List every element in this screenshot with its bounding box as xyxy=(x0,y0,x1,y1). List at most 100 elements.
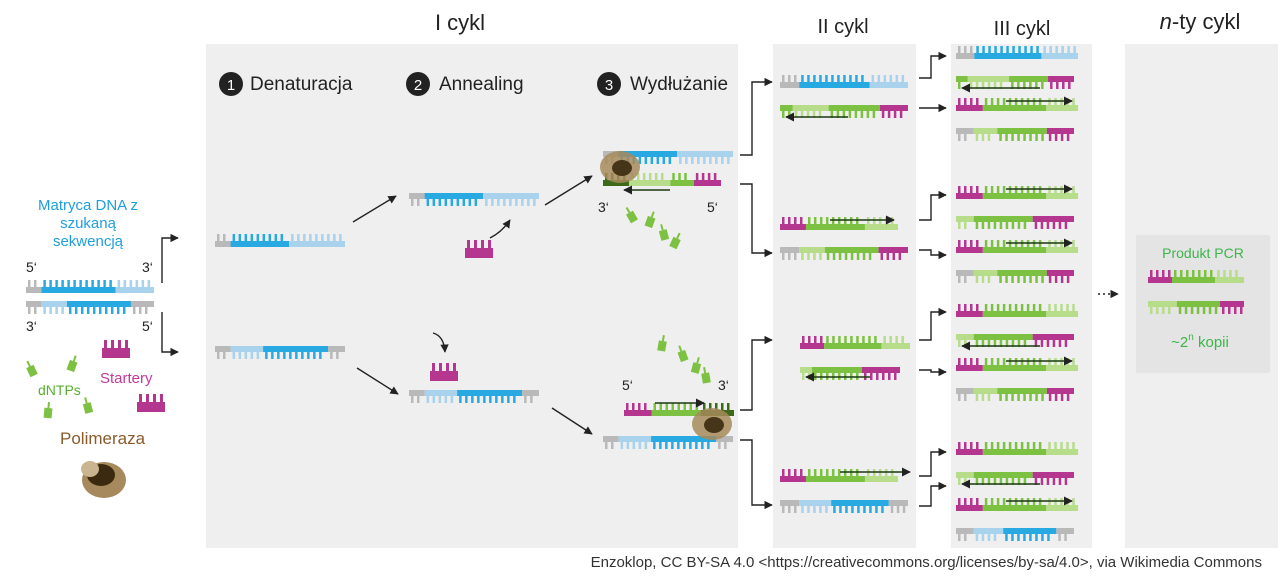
base-tooth xyxy=(812,111,816,118)
strand-segment xyxy=(982,449,1047,455)
base-tooth xyxy=(982,46,985,53)
base-tooth xyxy=(990,304,994,311)
base-tooth xyxy=(881,111,885,118)
base-tooth xyxy=(981,478,985,485)
strand-segment xyxy=(1048,76,1074,82)
base-tooth xyxy=(813,469,817,476)
header-cycle2: II cykl xyxy=(817,16,868,38)
template-bottom-strand xyxy=(26,301,154,314)
base-tooth xyxy=(1072,358,1075,365)
base-tooth xyxy=(814,336,817,343)
base-tooth xyxy=(819,217,823,224)
base-tooth xyxy=(896,506,900,513)
base-tooth xyxy=(981,276,985,283)
base-tooth xyxy=(958,134,961,141)
base-tooth xyxy=(1072,498,1075,505)
strand-segment xyxy=(956,334,974,340)
arrow-c1-top-up xyxy=(740,77,773,156)
base-tooth xyxy=(855,75,858,82)
primer-tooth xyxy=(125,340,128,348)
strand-segment xyxy=(805,224,865,230)
base-tooth xyxy=(883,75,887,82)
base-tooth xyxy=(794,253,797,260)
base-tooth xyxy=(964,240,967,247)
base-tooth xyxy=(806,111,810,118)
step3-badge xyxy=(597,72,621,96)
base-tooth xyxy=(813,217,817,224)
base-tooth xyxy=(1046,222,1050,229)
base-tooth xyxy=(80,307,84,314)
base-tooth xyxy=(1014,442,1018,449)
c3-7-bottom xyxy=(956,528,1074,541)
step2-badge xyxy=(406,72,430,96)
dntp-stem xyxy=(84,397,88,404)
strand-segment xyxy=(1046,105,1078,111)
base-tooth xyxy=(638,403,641,410)
base-tooth xyxy=(958,478,961,485)
base-tooth xyxy=(1029,276,1032,283)
strand-segment xyxy=(1032,216,1074,222)
base-tooth xyxy=(104,307,108,314)
strand-segment xyxy=(215,241,231,247)
dntp-stem xyxy=(72,355,77,362)
base-tooth xyxy=(1017,276,1020,283)
base-tooth xyxy=(831,75,834,82)
strand-segment xyxy=(1046,193,1078,199)
denat-strand-bottom xyxy=(215,346,345,359)
base-tooth xyxy=(984,442,988,449)
base-tooth xyxy=(958,304,961,311)
strand-segment xyxy=(41,287,116,293)
strand-segment xyxy=(628,180,671,186)
base-tooth xyxy=(1005,478,1009,485)
primer-tooth xyxy=(439,363,442,371)
panels xyxy=(206,44,1278,548)
base-tooth xyxy=(718,442,721,449)
dntp-body xyxy=(82,402,94,414)
base-tooth xyxy=(503,199,506,206)
base-tooth xyxy=(996,304,1000,311)
base-tooth xyxy=(1054,304,1057,311)
base-tooth xyxy=(1192,270,1195,277)
base-tooth xyxy=(1043,46,1046,53)
strand-segment xyxy=(879,105,908,111)
base-tooth xyxy=(976,304,979,311)
base-tooth xyxy=(987,478,991,485)
base-tooth xyxy=(1047,534,1050,541)
base-tooth xyxy=(842,111,846,118)
base-tooth xyxy=(801,253,804,260)
strand-segment xyxy=(828,105,880,111)
base-tooth xyxy=(975,222,979,229)
product-top xyxy=(1148,270,1244,283)
strand-segment xyxy=(1041,53,1078,59)
c3-6-top xyxy=(956,442,1078,455)
base-tooth xyxy=(315,234,318,241)
template-end-5-top: 5‘ xyxy=(26,259,37,275)
base-tooth xyxy=(895,75,899,82)
base-tooth xyxy=(1005,340,1009,347)
strand-segment xyxy=(651,436,717,442)
c3-1-bottom xyxy=(956,128,1074,141)
base-tooth xyxy=(1060,304,1063,311)
base-tooth xyxy=(807,469,811,476)
base-tooth xyxy=(283,352,286,359)
product-labels: Produkt PCR ~2n kopii xyxy=(1162,245,1244,351)
base-tooth xyxy=(794,469,797,476)
base-tooth xyxy=(958,276,961,283)
base-tooth xyxy=(1150,270,1153,277)
dntp-stem xyxy=(678,345,683,352)
arrow-anneal-top xyxy=(544,175,593,206)
base-tooth xyxy=(1020,442,1024,449)
base-tooth xyxy=(987,394,991,401)
strand-segment xyxy=(1172,277,1216,283)
base-tooth xyxy=(432,199,436,206)
template-end-3-bottom: 3‘ xyxy=(26,318,37,334)
base-tooth xyxy=(984,358,988,365)
base-tooth xyxy=(999,134,1002,141)
base-tooth xyxy=(1156,307,1159,314)
base-tooth xyxy=(92,307,96,314)
base-tooth xyxy=(638,442,642,449)
strand-segment xyxy=(982,505,1047,511)
base-tooth xyxy=(683,442,686,449)
arrow-primer-bind-top xyxy=(489,219,511,239)
base-tooth xyxy=(468,199,472,206)
